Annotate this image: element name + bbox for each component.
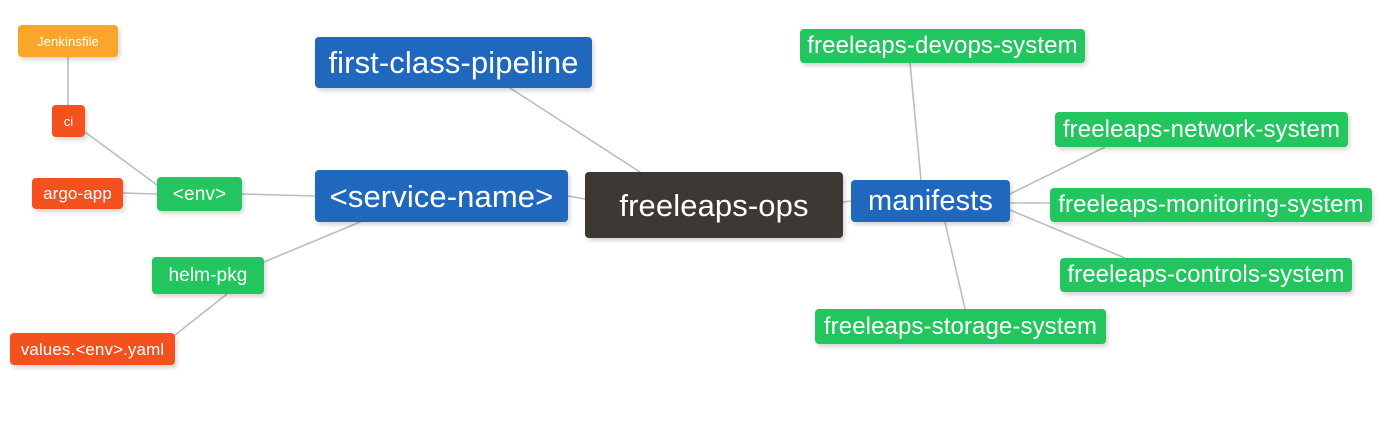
- node-label: freeleaps-network-system: [1062, 115, 1341, 143]
- node-ci[interactable]: ci: [52, 105, 85, 137]
- node-label: Jenkinsfile: [37, 33, 99, 49]
- edge-manifests-to-freeleaps-network-system: [1009, 146, 1106, 195]
- edge-manifests-to-freeleaps-controls-system: [1009, 209, 1126, 259]
- node-service-name[interactable]: <service-name>: [315, 170, 568, 222]
- node-label: argo-app: [43, 184, 112, 203]
- edge-values-yaml-to-helm-pkg: [174, 293, 228, 336]
- node-freeleaps-ops[interactable]: freeleaps-ops: [585, 172, 843, 238]
- node-jenkinsfile[interactable]: Jenkinsfile: [18, 25, 118, 57]
- node-helm-pkg[interactable]: helm-pkg: [152, 257, 264, 294]
- node-manifests[interactable]: manifests: [851, 180, 1010, 222]
- edge-freeleaps-ops-to-manifests: [842, 200, 852, 203]
- edge-first-class-pipeline-to-freeleaps-ops: [509, 87, 641, 173]
- node-env[interactable]: <env>: [157, 177, 242, 211]
- node-label: freeleaps-monitoring-system: [1058, 191, 1364, 218]
- node-label: freeleaps-controls-system: [1067, 261, 1345, 288]
- edge-service-name-to-freeleaps-ops: [567, 195, 586, 200]
- edge-ci-to-env: [84, 131, 158, 186]
- node-label: first-class-pipeline: [328, 45, 579, 80]
- node-label: helm-pkg: [168, 265, 248, 286]
- node-freeleaps-monitoring-system[interactable]: freeleaps-monitoring-system: [1050, 188, 1372, 222]
- node-first-class-pipeline[interactable]: first-class-pipeline: [315, 37, 592, 88]
- edge-manifests-to-freeleaps-storage-system: [944, 221, 966, 310]
- node-label: freeleaps-devops-system: [807, 32, 1078, 59]
- node-values-yaml[interactable]: values.<env>.yaml: [10, 333, 175, 365]
- node-label: values.<env>.yaml: [20, 339, 165, 359]
- node-label: <service-name>: [329, 178, 554, 214]
- node-label: freeleaps-ops: [619, 187, 809, 223]
- node-freeleaps-storage-system[interactable]: freeleaps-storage-system: [815, 309, 1106, 344]
- node-freeleaps-network-system[interactable]: freeleaps-network-system: [1055, 112, 1348, 147]
- node-label: <env>: [172, 183, 227, 205]
- node-freeleaps-devops-system[interactable]: freeleaps-devops-system: [800, 29, 1085, 63]
- edge-manifests-to-freeleaps-devops-system: [909, 62, 922, 181]
- node-label: ci: [63, 113, 74, 129]
- node-label: freeleaps-storage-system: [823, 312, 1098, 340]
- node-label: manifests: [868, 184, 993, 217]
- node-argo-app[interactable]: argo-app: [32, 178, 123, 209]
- edge-helm-pkg-to-service-name: [263, 221, 361, 263]
- edge-argo-app-to-env: [122, 192, 158, 195]
- node-freeleaps-controls-system[interactable]: freeleaps-controls-system: [1060, 258, 1352, 292]
- edge-env-to-service-name: [241, 193, 316, 197]
